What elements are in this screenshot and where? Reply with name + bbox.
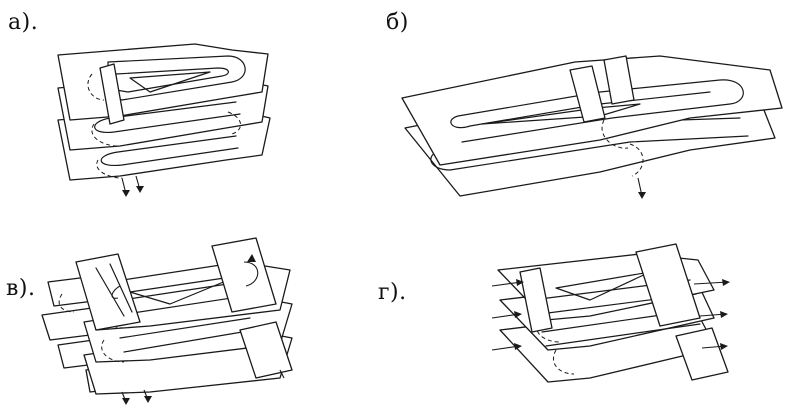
panel-b-connector-left <box>569 65 606 123</box>
panel-a-strip-bottom <box>100 135 239 167</box>
panel-a-strip-middle <box>94 101 241 134</box>
panel-a-connector <box>99 63 125 125</box>
panel-a-drawing <box>57 43 271 197</box>
panel-g-drawing <box>491 243 730 383</box>
label-panel-a: а). <box>8 10 39 35</box>
panel-g-upright-left <box>519 267 553 333</box>
label-panel-g: г). <box>378 280 407 305</box>
label-panel-b: б) <box>386 10 409 35</box>
panel-b-connector-right <box>603 55 635 105</box>
panel-v-upright-right <box>211 237 277 313</box>
panel-b-drawing <box>401 55 783 199</box>
label-panel-v: в). <box>6 276 36 301</box>
panel-g-upright-right <box>635 243 701 327</box>
panel-v-upright-left <box>75 253 141 331</box>
panel-v-drawing <box>41 237 293 405</box>
panel-a-loop-top <box>107 55 246 101</box>
